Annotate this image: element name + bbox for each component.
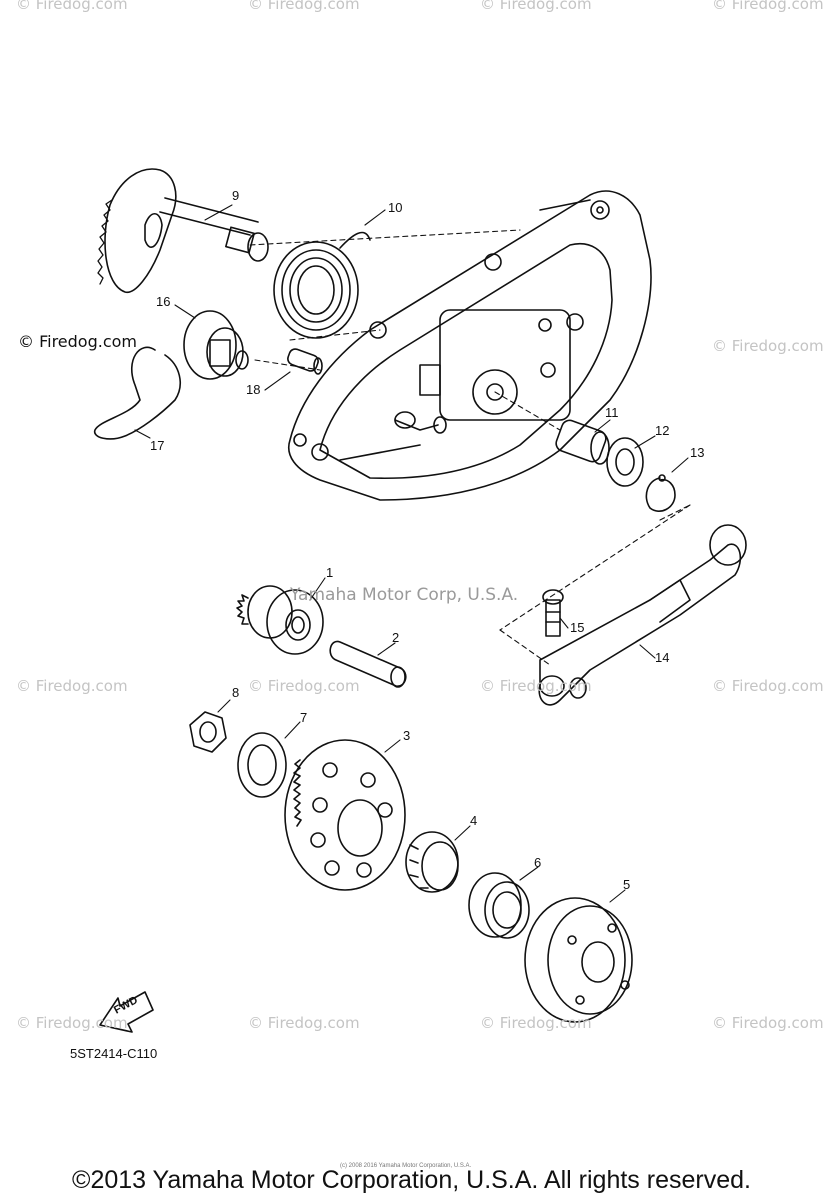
diagram-code: 5ST2414-C110 xyxy=(70,1046,158,1061)
watermark-strong: © Firedog.com xyxy=(18,332,137,351)
starter-gear-part-3 xyxy=(284,739,406,891)
callout-2: 2 xyxy=(392,630,400,645)
shaft-part-2 xyxy=(329,640,407,688)
callout-18: 18 xyxy=(246,382,261,397)
pin-part-18 xyxy=(287,348,323,375)
watermark: © Firedog.com xyxy=(712,677,823,695)
watermark: © Firedog.com xyxy=(480,1014,592,1032)
copyright-text: ©2013 Yamaha Motor Corporation, U.S.A. A… xyxy=(72,1166,751,1194)
callout-16: 16 xyxy=(156,294,171,309)
callout-12: 12 xyxy=(655,423,670,438)
watermark: © Firedog.com xyxy=(248,677,360,695)
bolt-part-15 xyxy=(542,589,564,637)
callout-1: 1 xyxy=(326,565,334,580)
watermark: © Firedog.com xyxy=(248,1014,360,1032)
watermark: © Firedog.com xyxy=(480,0,592,13)
idler-gear-part-1 xyxy=(236,585,324,655)
circlip-part-13 xyxy=(645,474,676,512)
clutch-part-4 xyxy=(405,831,459,893)
kick-lever-part-14 xyxy=(538,524,747,706)
kick-spring-part-10 xyxy=(273,231,371,339)
watermark: © Firedog.com xyxy=(712,1014,823,1032)
callout-15: 15 xyxy=(570,620,585,635)
callout-11: 11 xyxy=(605,405,619,420)
crankcase-cover xyxy=(288,190,652,501)
watermark: © Firedog.com xyxy=(248,0,360,13)
washer-part-7 xyxy=(237,732,287,798)
watermark: © Firedog.com xyxy=(16,677,128,695)
watermark: © Firedog.com xyxy=(480,677,592,695)
callout-5: 5 xyxy=(623,877,631,892)
watermark: © Firedog.com xyxy=(712,337,823,355)
clip-part-17 xyxy=(94,346,181,440)
washer-part-12 xyxy=(606,437,644,487)
callout-9: 9 xyxy=(232,188,240,203)
watermark: © Firedog.com xyxy=(16,1014,128,1032)
callout-17: 17 xyxy=(150,438,165,453)
callout-6: 6 xyxy=(534,855,542,870)
callout-14: 14 xyxy=(655,650,670,665)
callout-13: 13 xyxy=(690,445,705,460)
collar-part-11 xyxy=(555,419,610,465)
watermark: © Firedog.com xyxy=(712,0,823,13)
kick-gear-part-16 xyxy=(183,310,249,380)
kick-shaft-part-9 xyxy=(97,168,269,293)
watermark: © Firedog.com xyxy=(16,0,128,13)
center-watermark: Yamaha Motor Corp, U.S.A. xyxy=(290,585,519,605)
callout-7: 7 xyxy=(300,710,308,725)
callout-8: 8 xyxy=(232,685,240,700)
assembly-lines xyxy=(249,229,691,666)
tiny-notice: (c) 2008 2016 Yamaha Motor Corporation, … xyxy=(340,1163,472,1169)
fwd-arrow-icon xyxy=(99,991,154,1033)
callout-3: 3 xyxy=(403,728,411,743)
bush-part-6 xyxy=(468,872,530,939)
drum-part-5 xyxy=(524,897,633,1023)
callout-4: 4 xyxy=(470,813,478,828)
callout-10: 10 xyxy=(388,200,403,215)
nut-part-8 xyxy=(189,711,227,753)
leader-lines xyxy=(134,204,689,903)
